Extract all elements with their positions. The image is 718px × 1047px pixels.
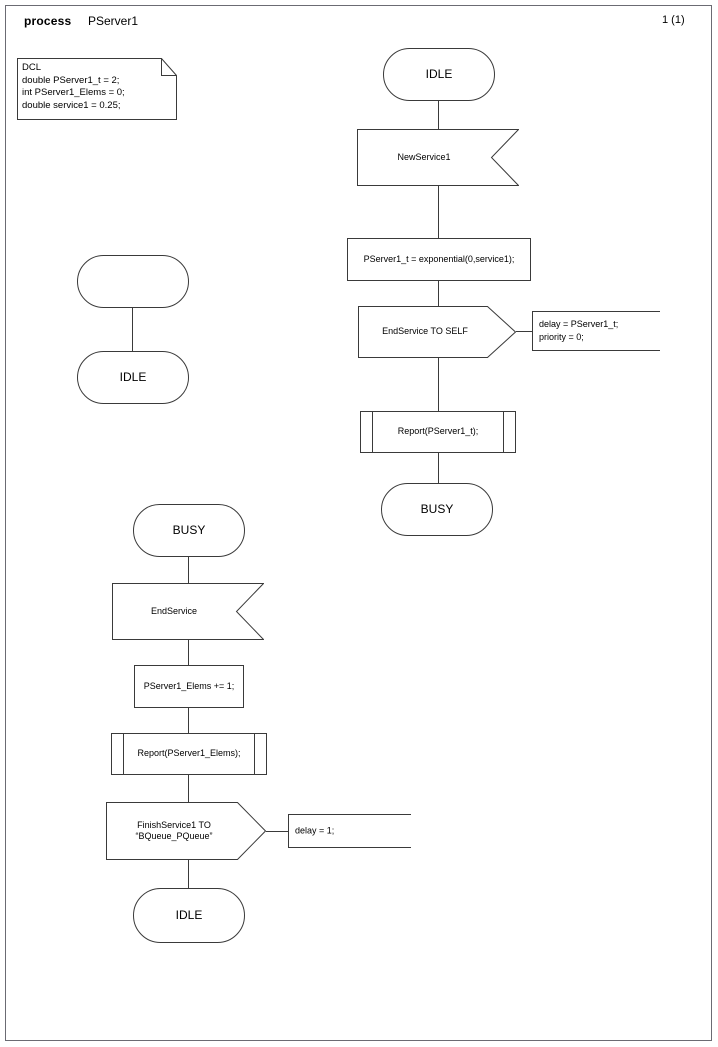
comment-endservice-bottom-tail <box>648 350 660 351</box>
procedure-report-pserver1-elems: Report(PServer1_Elems); <box>111 733 267 775</box>
state-busy-lower-label: BUSY <box>172 523 206 537</box>
connector-start-to-idle <box>132 308 133 351</box>
input-newservice1: NewService1 <box>357 129 519 186</box>
dcl-note-text: DCL double PServer1_t = 2; int PServer1_… <box>22 62 125 111</box>
procedure-left-bar <box>123 734 124 774</box>
task-pserver1-t-label: PServer1_t = exponential(0,service1); <box>363 253 515 264</box>
state-busy-top: BUSY <box>381 483 493 536</box>
start-symbol <box>77 255 189 308</box>
connector-idle-to-newservice1 <box>438 101 439 129</box>
state-idle-initial-label: IDLE <box>119 370 147 384</box>
connector-endservice-to-task <box>188 640 189 665</box>
comment-endservice-top-tail <box>648 311 660 312</box>
output-finishservice1-label: FinishService1 TO “BQueue_PQueue” <box>135 819 213 841</box>
connector-report-to-finishservice1 <box>188 775 189 802</box>
comment-finishservice1-text: delay = 1; <box>295 825 335 836</box>
comment-finishservice1-bottom-tail <box>356 847 411 848</box>
task-pserver1-elems: PServer1_Elems += 1; <box>134 665 244 708</box>
output-endservice-to-self-outline <box>358 306 516 358</box>
task-pserver1-elems-label: PServer1_Elems += 1; <box>143 680 235 691</box>
state-busy-lower: BUSY <box>133 504 245 557</box>
connector-task-to-endservice-out <box>438 281 439 306</box>
process-keyword: process <box>24 14 72 28</box>
connector-newservice1-to-task <box>438 186 439 238</box>
procedure-report-pserver1-t-label: Report(PServer1_t); <box>397 426 479 437</box>
state-idle-final-label: IDLE <box>175 908 203 922</box>
state-idle-initial: IDLE <box>77 351 189 404</box>
state-busy-top-label: BUSY <box>420 502 454 516</box>
comment-endservice: delay = PServer1_t; priority = 0; <box>532 311 648 351</box>
comment-finishservice1-top-tail <box>356 814 411 815</box>
procedure-report-pserver1-elems-label: Report(PServer1_Elems); <box>137 748 241 759</box>
comment-endservice-text: delay = PServer1_t; priority = 0; <box>539 318 619 342</box>
output-finishservice1: FinishService1 TO “BQueue_PQueue” <box>106 802 266 860</box>
input-endservice: EndService <box>112 583 264 640</box>
procedure-right-bar <box>503 412 504 452</box>
procedure-right-bar <box>254 734 255 774</box>
process-name: PServer1 <box>88 14 139 28</box>
comment-connector-finishservice1 <box>266 831 288 832</box>
input-endservice-outline <box>112 583 264 640</box>
input-newservice1-outline <box>357 129 519 186</box>
page-number: 1 (1) <box>662 14 685 26</box>
output-finishservice1-outline <box>106 802 266 860</box>
dcl-note: DCL double PServer1_t = 2; int PServer1_… <box>17 58 177 120</box>
output-endservice-to-self-label: EndService TO SELF <box>382 326 468 337</box>
input-newservice1-label: NewService1 <box>397 151 451 162</box>
state-idle-top: IDLE <box>383 48 495 101</box>
connector-finishservice1-to-idle <box>188 860 189 888</box>
start-symbol-label <box>78 256 188 307</box>
dcl-note-outline <box>17 58 177 120</box>
state-idle-final: IDLE <box>133 888 245 943</box>
task-pserver1-t: PServer1_t = exponential(0,service1); <box>347 238 531 281</box>
procedure-report-pserver1-t: Report(PServer1_t); <box>360 411 516 453</box>
comment-finishservice1: delay = 1; <box>288 814 356 848</box>
connector-task-to-report <box>188 708 189 733</box>
input-endservice-label: EndService <box>150 605 198 616</box>
output-endservice-to-self: EndService TO SELF <box>358 306 516 358</box>
state-idle-top-label: IDLE <box>425 67 453 81</box>
connector-output-to-report <box>438 358 439 411</box>
procedure-left-bar <box>372 412 373 452</box>
connector-report-to-busy <box>438 453 439 483</box>
comment-connector-endservice <box>516 331 532 332</box>
connector-busy-to-endservice <box>188 557 189 583</box>
